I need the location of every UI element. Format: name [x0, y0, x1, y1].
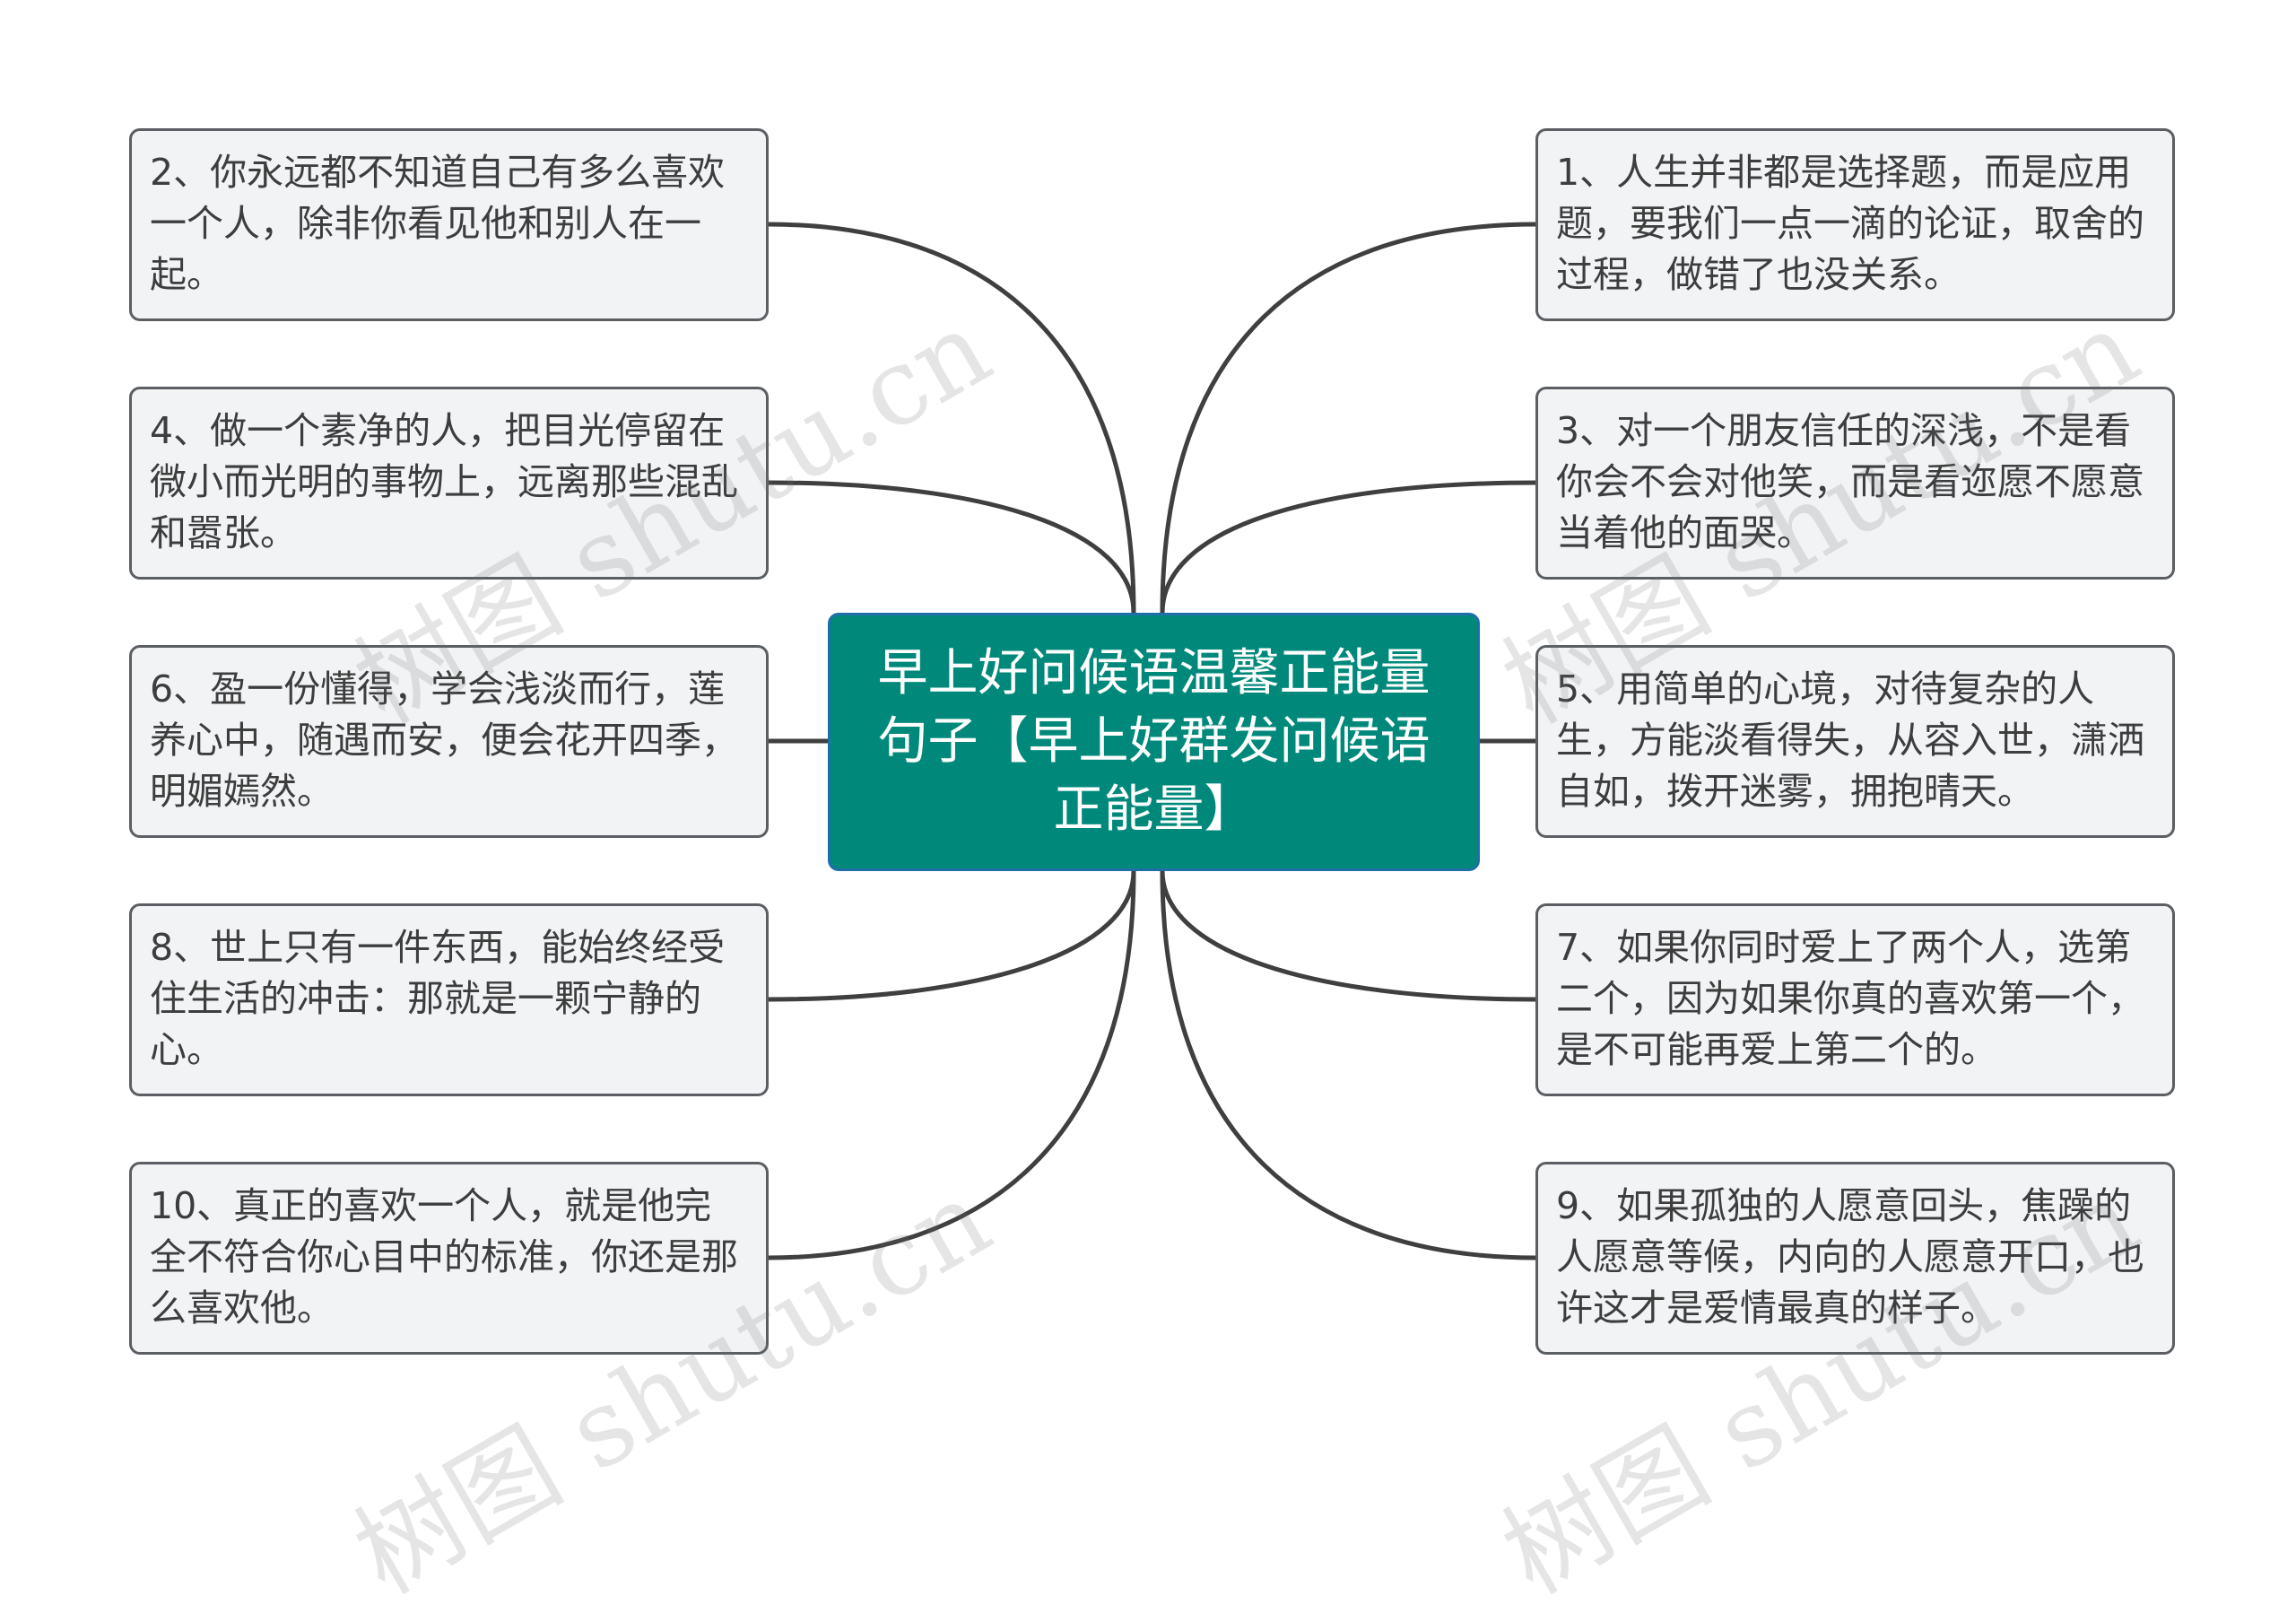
branch-node-7[interactable]: 7、如果你同时爱上了两个人，选第二个，因为如果你真的喜欢第一个，是不可能再爱上第… [1535, 903, 2175, 1096]
branch-text: 7、如果你同时爱上了两个人，选第二个，因为如果你真的喜欢第一个，是不可能再爱上第… [1556, 926, 2144, 1071]
branch-node-5[interactable]: 5、用简单的心境，对待复杂的人生，方能淡看得失，从容入世，潇洒自如，拨开迷雾，拥… [1535, 645, 2175, 838]
connector-left-4 [766, 868, 1136, 1002]
branch-node-9[interactable]: 9、如果孤独的人愿意回头，焦躁的人愿意等候，内向的人愿意开口，也许这才是爱情最真… [1535, 1162, 2175, 1355]
branch-text: 9、如果孤独的人愿意回头，焦躁的人愿意等候，内向的人愿意开口，也许这才是爱情最真… [1556, 1184, 2144, 1330]
branch-text: 5、用简单的心境，对待复杂的人生，方能淡看得失，从容入世，潇洒自如，拨开迷雾，拥… [1556, 667, 2144, 813]
connector-right-5 [1160, 868, 1538, 1260]
branch-node-2[interactable]: 2、你永远都不知道自己有多么喜欢一个人，除非你看见他和别人在一起。 [129, 128, 769, 321]
connector-right-2 [1160, 480, 1538, 615]
branch-text: 1、人生并非都是选择题，而是应用题，要我们一点一滴的论证，取舍的过程，做错了也没… [1556, 151, 2144, 296]
branch-node-4[interactable]: 4、做一个素净的人，把目光停留在微小而光明的事物上，远离那些混乱和嚣张。 [129, 387, 769, 580]
branch-text: 2、你永远都不知道自己有多么喜欢一个人，除非你看见他和别人在一起。 [150, 151, 726, 296]
central-topic[interactable]: 早上好问候语温馨正能量句子【早上好群发问候语正能量】 [828, 613, 1480, 871]
branch-text: 8、世上只有一件东西，能始终经受住生活的冲击：那就是一颗宁静的心。 [150, 926, 726, 1071]
connector-left-1 [766, 222, 1136, 615]
branch-node-3[interactable]: 3、对一个朋友信任的深浅，不是看你会不会对他笑，而是看迩愿不愿意当着他的面哭。 [1535, 387, 2175, 580]
branch-node-6[interactable]: 6、盈一份懂得，学会浅淡而行，莲养心中，随遇而安，便会花开四季，明媚嫣然。 [129, 645, 769, 838]
branch-text: 6、盈一份懂得，学会浅淡而行，莲养心中，随遇而安，便会花开四季，明媚嫣然。 [150, 667, 738, 813]
connector-left-2 [766, 480, 1136, 615]
mind-map: 早上好问候语温馨正能量句子【早上好群发问候语正能量】 2、你永远都不知道自己有多… [129, 128, 2175, 1618]
connector-left-5 [766, 868, 1136, 1260]
branch-node-1[interactable]: 1、人生并非都是选择题，而是应用题，要我们一点一滴的论证，取舍的过程，做错了也没… [1535, 128, 2175, 321]
branch-text: 3、对一个朋友信任的深浅，不是看你会不会对他笑，而是看迩愿不愿意当着他的面哭。 [1556, 409, 2144, 554]
central-topic-text: 早上好问候语温馨正能量句子【早上好群发问候语正能量】 [877, 644, 1431, 839]
branch-node-10[interactable]: 10、真正的喜欢一个人，就是他完全不符合你心目中的标准，你还是那么喜欢他。 [129, 1162, 769, 1355]
branch-text: 4、做一个素净的人，把目光停留在微小而光明的事物上，远离那些混乱和嚣张。 [150, 409, 738, 554]
branch-text: 10、真正的喜欢一个人，就是他完全不符合你心目中的标准，你还是那么喜欢他。 [150, 1184, 738, 1330]
connector-lines [766, 222, 1538, 1260]
connector-right-1 [1160, 222, 1538, 615]
connector-right-4 [1160, 868, 1538, 1002]
branch-node-8[interactable]: 8、世上只有一件东西，能始终经受住生活的冲击：那就是一颗宁静的心。 [129, 903, 769, 1096]
